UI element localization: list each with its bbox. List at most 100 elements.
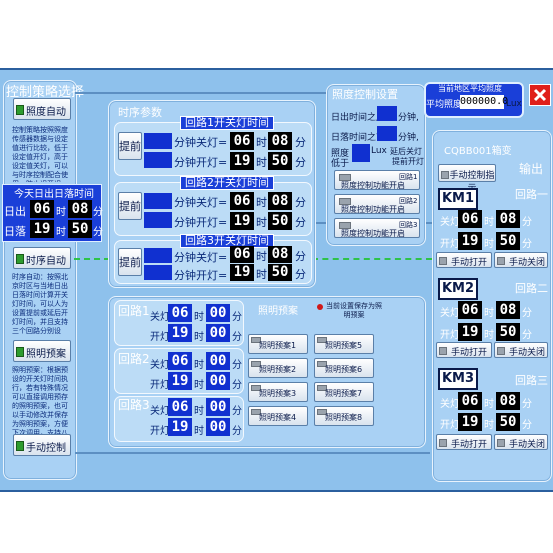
connector-line-top [75,92,430,94]
timing-loop-off-hour: 06 [230,192,254,210]
illum-threshold-input[interactable] [352,144,370,162]
manual-open-button[interactable]: 手动打开 [436,252,492,268]
plan-on-minute[interactable]: 00 [206,418,230,436]
timing-loop-on-input[interactable] [144,152,172,168]
km3-label: KM3 [438,368,478,390]
output-on-hour: 19 [458,323,482,341]
time-auto-button[interactable]: 时序自动 [13,247,71,269]
timing-title: 时序参数 [118,106,162,119]
plan-button-8-indicator-icon [317,409,327,415]
plan-button-4[interactable]: 照明预案4 [248,406,308,426]
plan-title: 照明预案 [258,306,298,317]
plan-off-hour[interactable]: 06 [168,352,192,370]
plan-loop-name: 回路3 [118,398,150,412]
plan-button-5-indicator-icon [317,337,327,343]
illum-loop3-text: 照度控制功能开启 [341,229,405,238]
timing-loop-advance-button[interactable]: 提前 [118,132,142,160]
plan-button-7[interactable]: 照明预案7 [314,382,374,402]
timing-loop-on-hour-unit: 时 [256,216,267,229]
lighting-plan-button[interactable]: 照明预案 [13,340,71,362]
plan-on-minute-unit: 分 [232,426,242,437]
plan-button-6-label: 照明预案6 [325,365,363,374]
plan-button-8[interactable]: 照明预案8 [314,406,374,426]
plan-button-1[interactable]: 照明预案1 [248,334,308,354]
output-off-minute-unit: 分 [522,217,532,228]
timing-loop-on-hour-unit: 时 [256,268,267,281]
sunrise-minute: 08 [68,200,92,218]
timing-loop-off-minute: 08 [268,246,292,263]
plan-button-3[interactable]: 照明预案3 [248,382,308,402]
plan-off-hour[interactable]: 06 [168,304,192,322]
timing-loop-on-input[interactable] [144,265,172,280]
timing-loop-off-input[interactable] [144,193,172,209]
illum-auto-desc: 控制策略按照照度传感器数据与设定值进行比较，低于设定值开灯，高于设定值关灯，可以… [12,126,68,182]
plan-on-minute-unit: 分 [232,380,242,391]
output-on-minute: 50 [496,413,520,431]
timing-loop-advance-button[interactable]: 提前 [118,248,142,276]
timing-loop-on-minute: 50 [268,264,292,281]
sunset-label: 日落 [4,225,26,238]
plan-button-2-label: 照明预案2 [259,365,297,374]
timing-loop-off-hour: 06 [230,132,254,150]
plan-on-label: 开灯 [150,426,170,437]
plan-button-2[interactable]: 照明预案2 [248,358,308,378]
timing-loop-on-hour: 19 [230,152,254,170]
timing-loop-off-hour-unit: 时 [256,136,267,149]
illum-after-sunrise-input[interactable] [377,106,397,121]
output-on-hour-unit: 时 [484,330,494,341]
output-off-hour-unit: 时 [484,399,494,410]
manual-control-button[interactable]: 手动控制 [13,434,71,456]
save-plan-label: 当前设置保存为照明预案 [326,302,382,319]
illum-line4-suffix: 提前开灯 [392,157,424,166]
illum-loop1-toggle[interactable]: 照度控制功能开启 回路1 [334,170,420,190]
avg-illum-unit: Lux [506,99,522,109]
plan-on-hour[interactable]: 19 [168,372,192,390]
output-on-hour: 19 [458,413,482,431]
timing-loop-on-label: 分钟开灯= [174,269,228,282]
plan-off-hour[interactable]: 06 [168,398,192,416]
plan-button-2-indicator-icon [251,361,261,367]
save-plan-button[interactable]: 当前设置保存为照明预案 [314,302,386,324]
manual-close-button[interactable]: 手动关闭 [494,252,548,268]
illum-loop3-toggle[interactable]: 照度控制功能开启 回路3 [334,218,420,238]
timing-loop-on-input[interactable] [144,212,172,228]
plan-button-6[interactable]: 照明预案6 [314,358,374,378]
manual-close-label: 手动关闭 [509,348,546,358]
close-button[interactable] [529,84,551,106]
timing-loop-off-minute: 08 [268,192,292,210]
time-auto-indicator-icon [16,254,24,264]
plan-off-minute[interactable]: 00 [206,398,230,416]
manual-indicator-button[interactable]: 手动控制指示 [438,164,496,194]
output-off-minute: 08 [496,392,520,410]
timing-loop-off-label: 分钟关灯= [174,196,228,209]
illum-before-sunset-input[interactable] [377,126,397,141]
plan-button-5[interactable]: 照明预案5 [314,334,374,354]
manual-open-button[interactable]: 手动打开 [436,342,492,358]
illum-line3: 照度 [331,149,350,159]
close-icon [533,88,547,102]
manual-close-button[interactable]: 手动关闭 [494,342,548,358]
illum-title: 照度控制设置 [332,88,398,101]
plan-on-hour[interactable]: 19 [168,418,192,436]
output-on-label: 开灯 [440,239,460,250]
plan-on-hour[interactable]: 19 [168,324,192,342]
plan-on-hour-unit: 时 [194,426,204,437]
plan-on-minute[interactable]: 00 [206,372,230,390]
plan-off-minute[interactable]: 00 [206,352,230,370]
manual-close-button[interactable]: 手动关闭 [494,434,548,450]
plan-off-minute[interactable]: 00 [206,304,230,322]
manual-open-button[interactable]: 手动打开 [436,434,492,450]
plan-on-label: 开灯 [150,380,170,391]
timing-loop-on-minute-unit: 分 [295,268,306,281]
timing-loop-off-input[interactable] [144,248,172,263]
timing-loop-advance-button[interactable]: 提前 [118,192,142,220]
plan-off-minute-unit: 分 [232,360,242,371]
timing-loop-off-input[interactable] [144,133,172,149]
illum-loop2-toggle[interactable]: 照度控制功能开启 回路2 [334,194,420,214]
timing-loop-on-minute: 50 [268,212,292,230]
timing-loop-on-minute-unit: 分 [295,216,306,229]
timing-loop-on-minute: 50 [268,152,292,170]
plan-on-minute[interactable]: 00 [206,324,230,342]
illum-auto-button[interactable]: 照度自动 [13,98,71,120]
illum-loop3-indicator-icon [339,222,351,229]
